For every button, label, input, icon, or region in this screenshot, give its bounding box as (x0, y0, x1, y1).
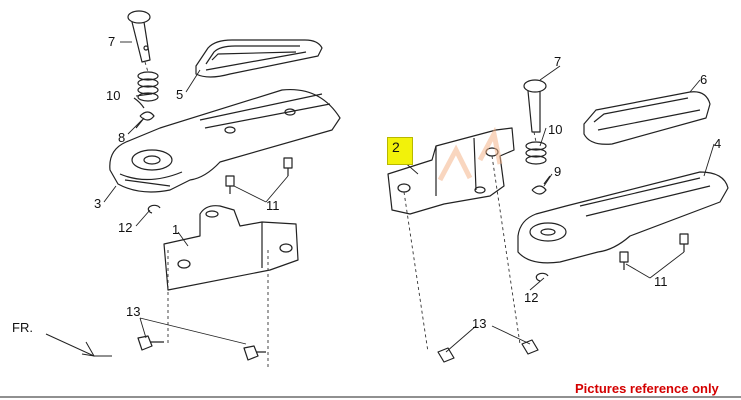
left-rubber-pad-part-5 (195, 39, 323, 78)
label-right-4: 4 (714, 136, 721, 151)
label-left-12: 12 (118, 220, 132, 235)
label-right-6: 6 (700, 72, 707, 87)
label-right-11: 11 (654, 274, 668, 289)
label-right-13: 13 (472, 316, 486, 331)
label-left-8: 8 (118, 130, 125, 145)
label-right-2-highlighted: 2 (392, 139, 400, 155)
reference-note: Pictures reference only (575, 381, 719, 396)
label-right-7: 7 (554, 54, 561, 69)
direction-label: FR. (12, 320, 33, 335)
assembly-guide-lines (144, 61, 537, 368)
right-bolts-part-11 (619, 233, 689, 270)
left-pin-part-7 (127, 10, 151, 63)
leader-lines (103, 41, 715, 353)
left-spring-part-8 (133, 97, 155, 129)
label-right-12: 12 (524, 290, 538, 305)
right-footpeg-part-4 (517, 171, 729, 264)
left-spring-part-10 (137, 71, 159, 102)
left-bolts-part-11 (225, 157, 293, 194)
left-footpeg-part-3 (109, 88, 341, 193)
right-spring-part-10 (525, 141, 547, 165)
right-bolts-part-13 (437, 339, 539, 363)
right-spring-part-9 (531, 175, 551, 195)
front-direction-arrow (45, 333, 112, 357)
label-right-9: 9 (554, 164, 561, 179)
label-left-3: 3 (94, 196, 101, 211)
highlight-box (387, 137, 413, 165)
right-pin-part-7 (523, 79, 547, 133)
label-left-10: 10 (106, 88, 120, 103)
left-bracket-part-1 (163, 205, 299, 291)
right-circlip-part-12 (535, 272, 549, 282)
label-left-11: 11 (266, 198, 280, 213)
watermark-mark (437, 126, 503, 182)
left-circlip-part-12 (147, 204, 161, 214)
label-right-10: 10 (548, 122, 562, 137)
left-bolts-part-13 (137, 335, 266, 361)
right-rubber-pad-part-6 (583, 91, 711, 145)
label-left-13: 13 (126, 304, 140, 319)
label-left-7: 7 (108, 34, 115, 49)
label-left-1: 1 (172, 222, 179, 237)
label-left-5: 5 (176, 87, 183, 102)
